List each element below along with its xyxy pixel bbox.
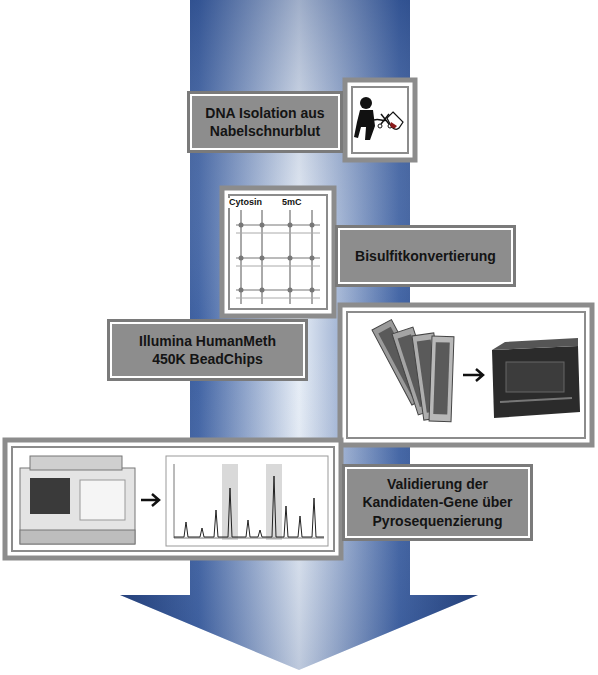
highlight-band: [266, 464, 282, 540]
base-dot: [288, 256, 293, 261]
highlight-band: [222, 464, 238, 540]
row-line: [236, 225, 320, 226]
scanner-slot: [500, 398, 572, 402]
sequence-row: [236, 256, 320, 267]
step-arrow: [463, 369, 483, 381]
box-content: Bisulfitkonvertierung: [355, 247, 496, 265]
sequence-row: [236, 223, 320, 234]
pyrogram-area: [166, 456, 328, 546]
figure-frame: [222, 188, 334, 316]
figure-frame: [5, 440, 341, 558]
row-line: [236, 298, 320, 299]
row-line: [236, 290, 320, 291]
device-window: [30, 478, 70, 514]
device-top: [30, 456, 122, 470]
base-dot: [288, 223, 293, 228]
process-box: Illumina HumanMeth 450K BeadChips: [110, 322, 305, 378]
base-dot: [310, 256, 315, 261]
base-dot: [288, 288, 293, 293]
axis: [174, 464, 175, 538]
scanner: [492, 338, 580, 418]
box-content: DNA Isolation aus Nabelschnurblut: [200, 104, 330, 140]
row-line: [236, 233, 320, 234]
process-box: Bisulfitkonvertierung: [338, 228, 513, 284]
base-dot: [239, 256, 244, 261]
beadchip-figure: [340, 305, 592, 445]
box-label: Bisulfitkonvertierung: [355, 247, 496, 265]
scanner-body: [492, 346, 580, 418]
peak-trace: [174, 476, 324, 537]
box-content: Illumina HumanMeth 450K BeadChips: [132, 332, 283, 368]
figure-frame-inner: [12, 447, 334, 551]
base-dot: [260, 256, 265, 261]
row-line: [236, 258, 320, 259]
axis: [174, 538, 324, 539]
baby-head: [360, 97, 372, 109]
bisulfite-figure: [222, 188, 334, 316]
process-box: Validierung der Kandidaten-Gene über Pyr…: [345, 467, 530, 538]
row-line: [236, 266, 320, 267]
scanner-panel: [506, 362, 564, 392]
process-box: DNA Isolation aus Nabelschnurblut: [190, 94, 340, 150]
base-dot: [310, 223, 315, 228]
beadchip-slides: [372, 320, 454, 422]
icon-frame: [345, 80, 415, 160]
figure-frame-inner: [347, 312, 585, 438]
pyrosequencing-figure: [5, 440, 341, 558]
box-label: Validierung der Kandidaten-Gene über Pyr…: [355, 475, 520, 530]
step-arrow: [141, 494, 159, 506]
beadchip: [429, 336, 454, 422]
scissor-ring: [378, 124, 382, 128]
device-base: [20, 530, 135, 544]
box-label: DNA Isolation aus Nabelschnurblut: [200, 104, 330, 140]
tube-blood: [390, 122, 397, 128]
base-dot: [310, 288, 315, 293]
chip-array: [433, 342, 450, 414]
base-dot: [239, 288, 244, 293]
baby-icon: [345, 80, 415, 160]
baby-body: [354, 110, 375, 140]
scanner-front: [492, 338, 578, 350]
base-dot: [260, 223, 265, 228]
chip-body: [429, 336, 454, 422]
device-body: [20, 468, 135, 544]
base-dot: [239, 223, 244, 228]
pyrogram: [166, 456, 328, 546]
sample-tube: [387, 112, 403, 129]
pyrosequencer: [20, 456, 135, 544]
figure-label: Cytosin: [228, 198, 263, 208]
base-dot: [260, 288, 265, 293]
figure-frame: [340, 305, 592, 445]
icon-frame-inner: [352, 87, 408, 153]
figure-label: 5mC: [281, 198, 303, 208]
device-panel: [80, 480, 125, 520]
box-label: Illumina HumanMeth 450K BeadChips: [132, 332, 283, 368]
box-content: Validierung der Kandidaten-Gene über Pyr…: [355, 475, 520, 530]
figure-frame-inner: [229, 195, 327, 309]
sequence-row: [236, 288, 320, 299]
